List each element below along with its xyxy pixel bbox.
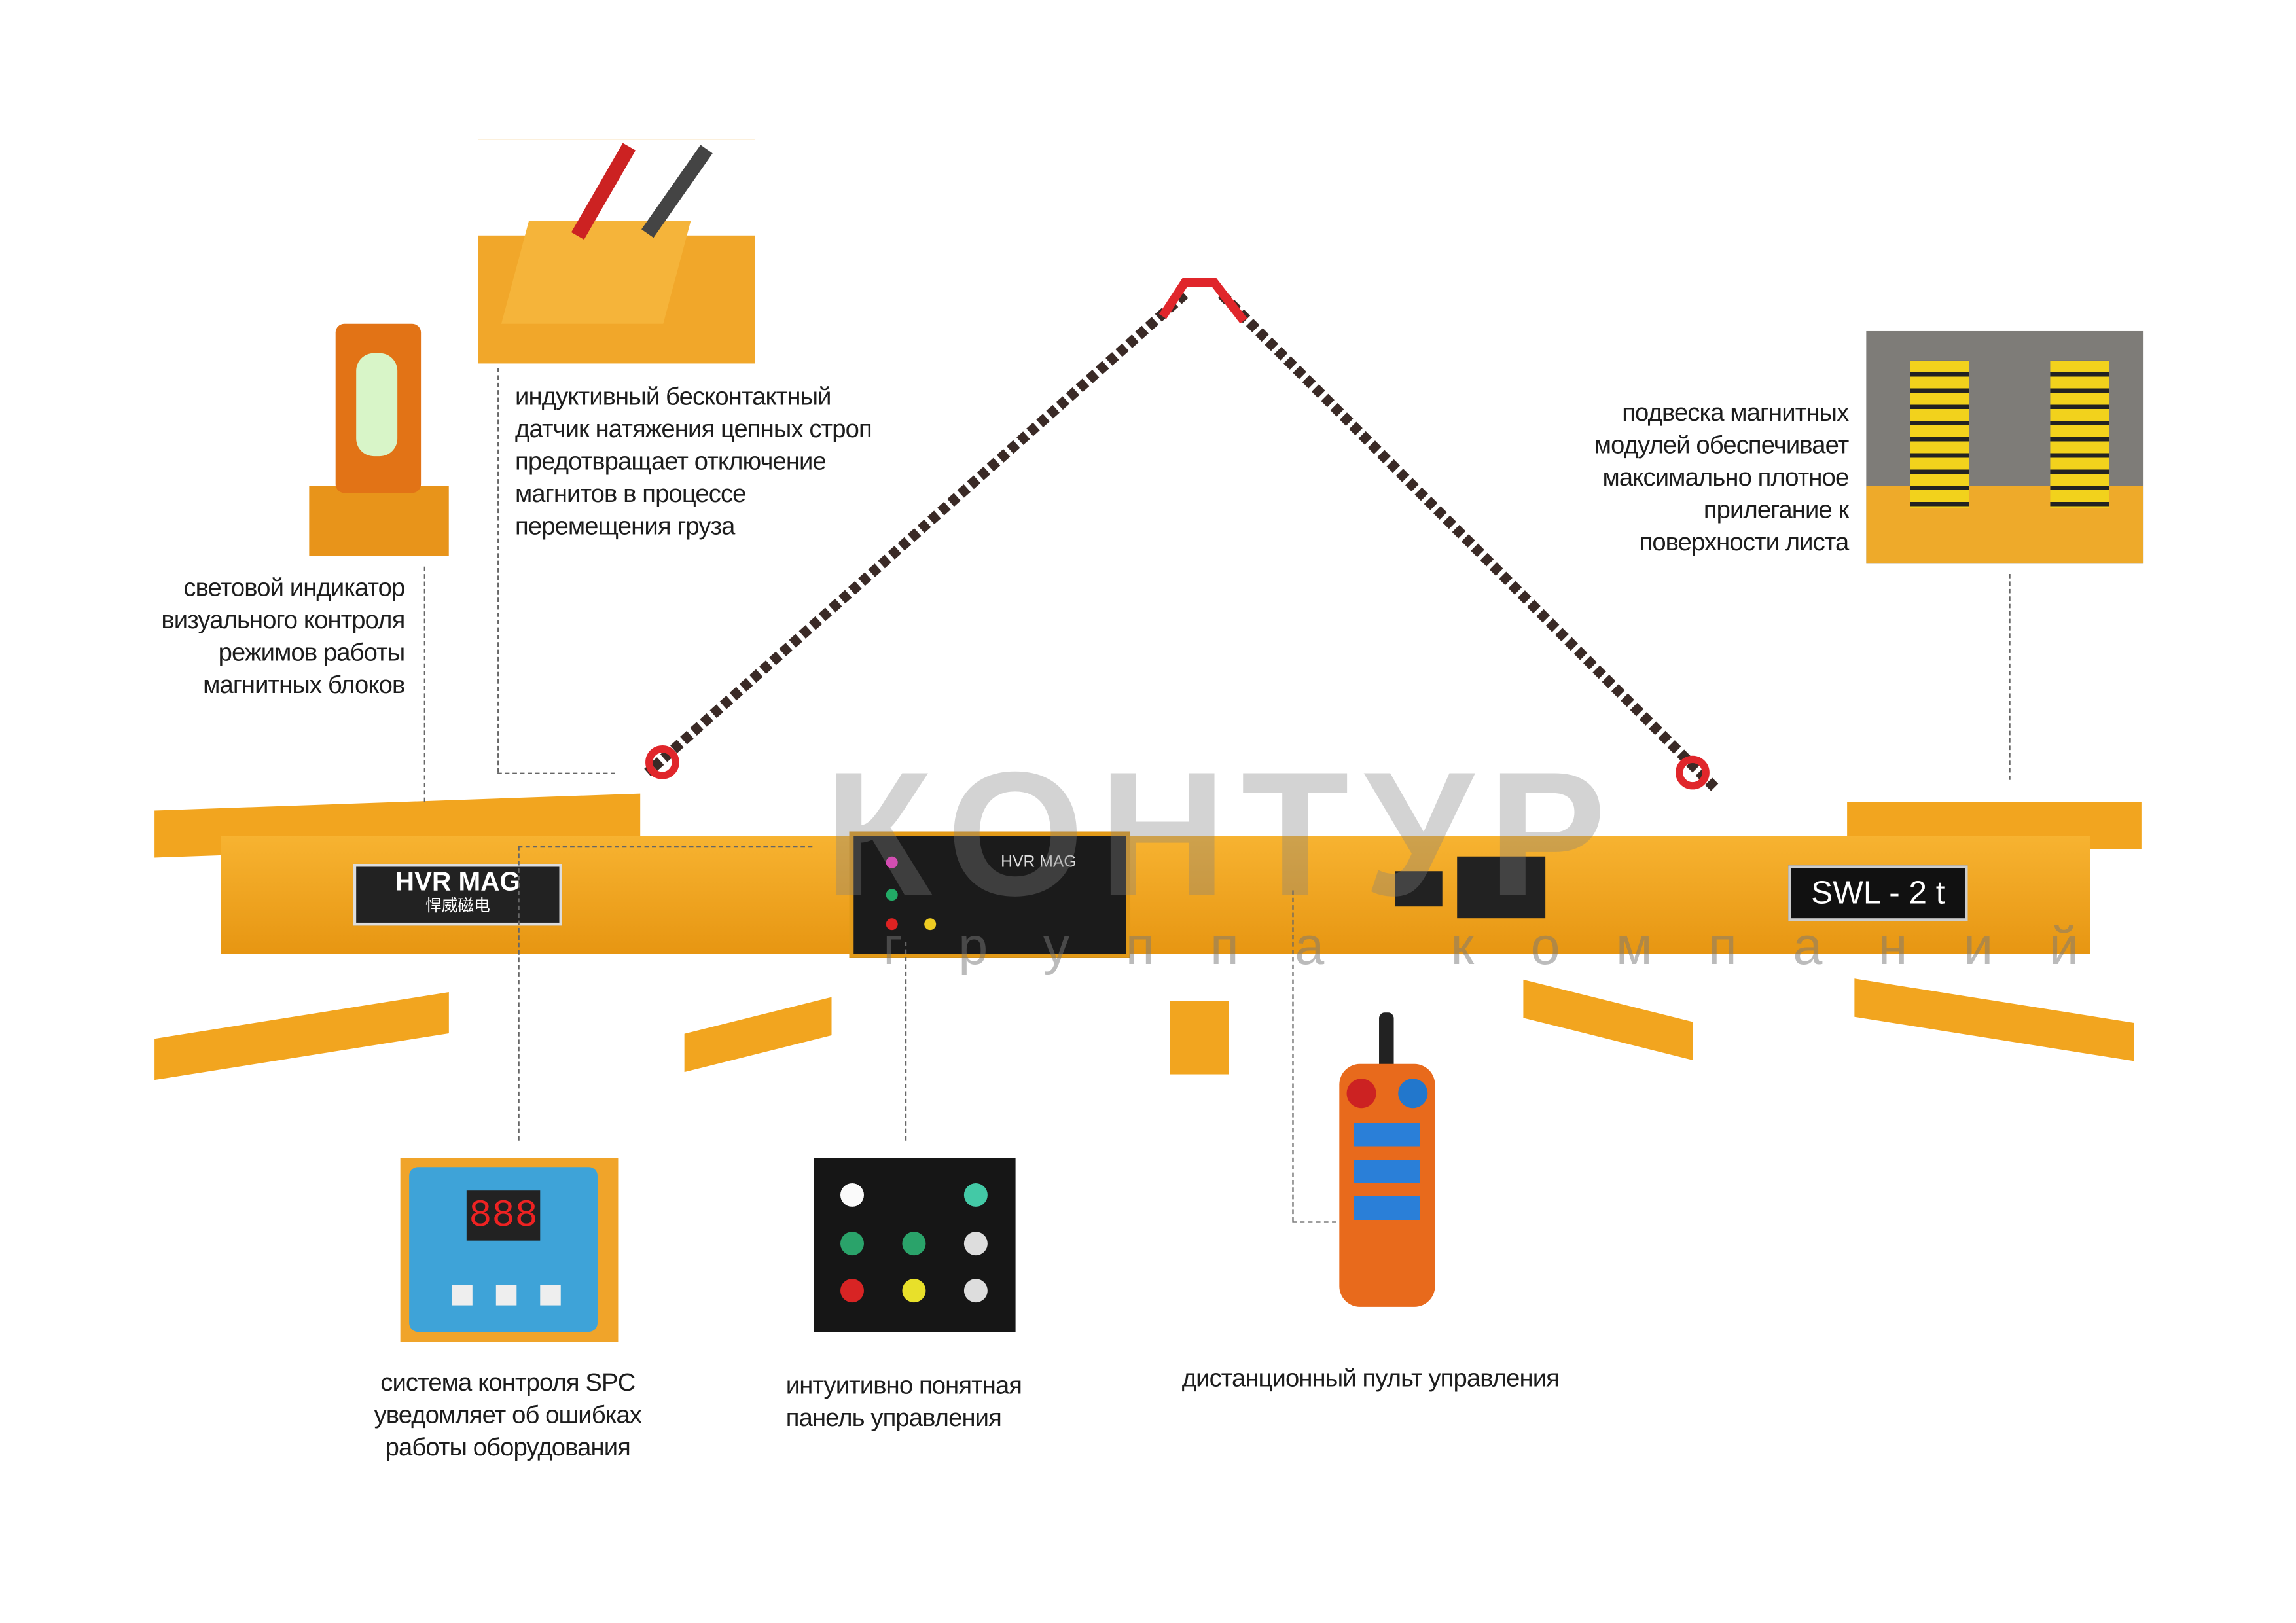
caption-suspension: подвеска магнитных модулей обеспечивает …: [1594, 399, 1849, 557]
leader-line: [2009, 573, 2011, 780]
caption-spc: система контроля SPC уведомляет об ошибк…: [374, 1368, 642, 1461]
swl-label: SWL - 2 t: [1788, 865, 1968, 921]
nameplate: [1395, 871, 1443, 907]
spc-button-0: [452, 1285, 473, 1306]
spc-button-up: [495, 1285, 517, 1306]
leader-line: [518, 846, 520, 1141]
remote-control-photo: [1332, 1012, 1443, 1332]
watermark-subtitle: группа компаний: [883, 915, 2135, 976]
button-icon: [924, 918, 937, 931]
spc-button-down: [540, 1285, 561, 1306]
top-shackle: [1158, 278, 1247, 324]
leader-line: [905, 942, 907, 1141]
button-icon: [886, 889, 898, 901]
button-icon: [886, 918, 898, 931]
chain-sensor-photo: [478, 139, 755, 364]
suspension-photo: [1866, 330, 2144, 564]
left-shackle: [645, 745, 679, 779]
caption-light-indicator: световой индикатор визуального контроля …: [161, 573, 405, 700]
right-shackle: [1676, 755, 1710, 790]
right-chain: [1217, 291, 1719, 791]
caption-remote: дистанционный пульт управления: [1181, 1364, 1560, 1393]
caption-chain-sensor: индуктивный бесконтактный датчик натяжен…: [515, 382, 872, 541]
brand-cn-text: 悍威磁电: [425, 897, 490, 916]
caption-control-panel: интуитивно понятная панель управления: [785, 1371, 1022, 1432]
spc-display-photo: 888: [400, 1158, 619, 1342]
left-chain: [644, 290, 1189, 777]
leader-line: [1292, 890, 1294, 1222]
panel-brand-text: HVR MAG: [1001, 853, 1077, 872]
brand-text: HVR MAG: [395, 866, 520, 897]
specs-plate: [1457, 856, 1546, 919]
leader-line: [497, 772, 615, 774]
control-panel-photo: [814, 1158, 1016, 1332]
lamp-icon: [886, 856, 898, 868]
control-panel-on-beam: HVR MAG: [849, 831, 1131, 958]
leader-line: [518, 846, 813, 848]
magnet-3: [1170, 1001, 1229, 1075]
brand-plate: HVR MAG 悍威磁电: [353, 863, 563, 926]
leader-line: [497, 368, 499, 773]
light-indicator-photo: [309, 316, 449, 557]
spc-led-display: 888: [466, 1190, 541, 1241]
leader-line: [1292, 1221, 1336, 1223]
leader-line: [423, 566, 425, 802]
watermark-name: КОНТУР: [824, 736, 1621, 933]
